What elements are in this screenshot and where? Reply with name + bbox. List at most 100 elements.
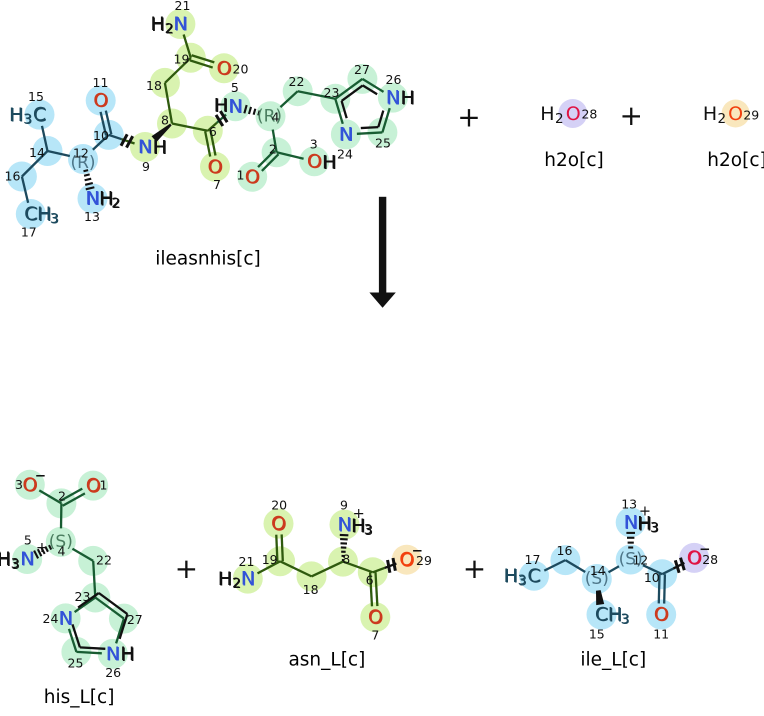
atom-map-number: 15 xyxy=(28,89,44,104)
atom-label: O xyxy=(654,604,669,626)
atom-map-number: 26 xyxy=(105,665,121,680)
atom-label: 3 xyxy=(23,111,32,127)
atom-label: 3 xyxy=(11,556,20,572)
atom-map-number: 14 xyxy=(29,145,45,160)
atom-map-number: 27 xyxy=(354,62,370,77)
atom-map-number: 12 xyxy=(73,146,89,161)
atom-label: 3 xyxy=(364,522,373,538)
atom-label: 2 xyxy=(232,575,241,591)
molecule-label: h2o[c] xyxy=(544,150,603,171)
atom-map-number: 12 xyxy=(632,553,648,568)
atom-map-number: 7 xyxy=(213,177,221,192)
atom-label: H xyxy=(503,565,517,587)
atom-map-number: 29 xyxy=(743,107,759,122)
atom-label: N xyxy=(106,643,120,665)
bond xyxy=(282,534,283,561)
atom-label: 2 xyxy=(718,111,727,127)
atom-map-number: 27 xyxy=(127,612,143,627)
atom-map-number: 28 xyxy=(702,552,718,567)
atom-label: H xyxy=(218,568,232,590)
atom-map-number: 1 xyxy=(100,478,108,493)
atom-label: N xyxy=(337,514,351,536)
molecule-label: asn_L[c] xyxy=(288,649,365,670)
atom-map-number: 22 xyxy=(289,74,305,89)
atom-map-number: 9 xyxy=(340,498,348,513)
atom-map-number: 18 xyxy=(303,582,319,597)
atom-label: 2 xyxy=(165,21,174,37)
atom-map-number: 24 xyxy=(337,147,353,162)
atom-map-number: 14 xyxy=(590,563,606,578)
bond xyxy=(361,127,379,128)
atom-label: H xyxy=(540,103,554,125)
atom-map-number: 19 xyxy=(174,52,190,67)
atom-map-number: 28 xyxy=(581,107,597,122)
molecule-label: ileasnhis[c] xyxy=(155,248,260,269)
atom-label: H xyxy=(9,104,23,126)
atom-map-number: 20 xyxy=(271,498,287,513)
atom-map-number: 1 xyxy=(237,168,245,183)
plus-sign: + xyxy=(463,552,486,585)
atom-map-number: 26 xyxy=(386,72,402,87)
atom-map-number: 2 xyxy=(58,488,66,503)
atom-label: N xyxy=(138,136,152,158)
atom-label: 3 xyxy=(50,211,59,227)
atom-label: N xyxy=(339,123,353,145)
atom-label: O xyxy=(368,606,383,628)
atom-label: N xyxy=(228,95,242,117)
atom-label: H xyxy=(150,13,164,35)
atom-label: O xyxy=(245,166,260,188)
atom-label: O xyxy=(217,57,232,79)
atom-map-number: 11 xyxy=(653,627,669,642)
charge: + xyxy=(353,506,365,522)
atom-label: H xyxy=(152,136,166,158)
atom-map-number: 23 xyxy=(75,589,91,604)
atom-label: 3 xyxy=(518,573,527,589)
atom-label: H xyxy=(0,548,11,570)
atom-map-number: 6 xyxy=(209,124,217,139)
atom-map-number: 18 xyxy=(146,78,162,93)
bond xyxy=(76,652,101,653)
atom-label: N xyxy=(20,548,34,570)
atom-map-number: 5 xyxy=(24,533,32,548)
atom-label: H xyxy=(322,152,336,174)
atom-label: N xyxy=(241,568,255,590)
atom-map-number: 20 xyxy=(233,61,249,76)
atom-label: H xyxy=(120,643,134,665)
atom-map-number: 13 xyxy=(621,497,637,512)
atom-label: H xyxy=(400,87,414,109)
bond xyxy=(80,647,105,648)
atom-map-number: 3 xyxy=(310,137,318,152)
atom-map-number: 11 xyxy=(93,75,109,90)
atom-map-number: 25 xyxy=(375,136,391,151)
molecule-label: his_L[c] xyxy=(44,687,115,708)
atom-map-number: 23 xyxy=(324,85,340,100)
atom-label: 2 xyxy=(111,195,120,211)
atom-label: N xyxy=(386,87,400,109)
atom-map-number: 10 xyxy=(644,570,660,585)
atom-label: O xyxy=(271,513,286,535)
atom-map-number: 17 xyxy=(525,552,541,567)
charge: + xyxy=(36,540,48,556)
atom-map-number: 8 xyxy=(161,113,169,128)
atom-label: O xyxy=(566,103,581,125)
atom-map-number: 16 xyxy=(557,543,573,558)
atom-label: 2 xyxy=(555,111,564,127)
atom-label: N xyxy=(85,188,99,210)
atom-map-number: 19 xyxy=(262,552,278,567)
atom-map-number: 29 xyxy=(416,553,432,568)
atom-label: 3 xyxy=(650,520,659,536)
atom-map-number: 8 xyxy=(342,552,350,567)
atom-map-number: 4 xyxy=(272,110,280,125)
atom-map-number: 5 xyxy=(231,80,239,95)
atom-label: H xyxy=(214,94,228,116)
bond xyxy=(357,132,383,133)
plus-sign: + xyxy=(619,99,642,132)
atom-label: 3 xyxy=(621,611,630,627)
atom-label: N xyxy=(624,511,638,533)
atom-map-number: 21 xyxy=(175,0,191,13)
atom-label: O xyxy=(208,156,223,178)
reaction-arrow-shaft xyxy=(379,197,386,293)
atom-map-number: 13 xyxy=(84,209,100,224)
molecule-label: ile_L[c] xyxy=(580,649,646,670)
